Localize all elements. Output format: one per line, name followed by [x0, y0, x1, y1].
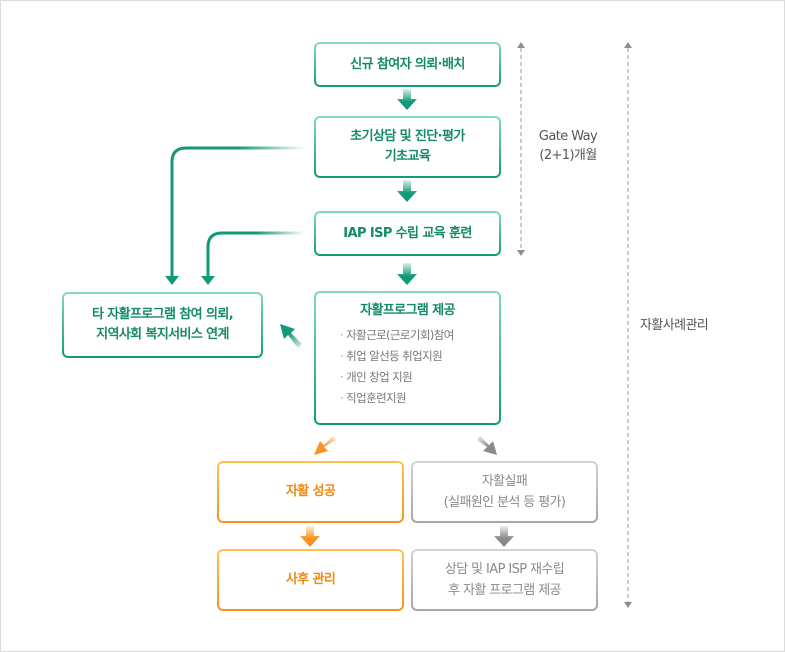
- arrow-up-left-icon: [280, 324, 302, 348]
- program-item: 취업 알선등 취업지원: [340, 346, 454, 367]
- referral-label: 타 자활프로그램 참여 의뢰,: [91, 307, 234, 322]
- gateway-line: Gate Way: [538, 129, 598, 144]
- arrow-down-icon: [397, 89, 417, 110]
- arrow-down-icon: [494, 526, 514, 547]
- gateway-range-indicator: [517, 42, 525, 256]
- step-initial-counseling: 초기상담 및 진단·평가 기초교육: [314, 116, 501, 178]
- arrow-down-icon: [397, 180, 417, 202]
- step-label: IAP ISP 수립 교육 훈련: [343, 225, 472, 241]
- program-item: 개인 창업 지원: [340, 367, 454, 388]
- step-new-participant-referral: 신규 참여자 의뢰·배치: [314, 42, 501, 87]
- failure-label: 자활실패: [481, 474, 528, 489]
- step-iap-isp-planning: IAP ISP 수립 교육 훈련: [314, 211, 501, 256]
- case-management-range-indicator: [624, 42, 632, 608]
- failure-label: (실패원인 분석 등 평가): [443, 495, 566, 510]
- aftercare-label: 사후 관리: [285, 572, 336, 587]
- failure-box: 자활실패 (실패원인 분석 등 평가): [411, 461, 598, 523]
- gateway-line: (2+1)개월: [539, 148, 597, 163]
- connector-iap-to-referral: [201, 231, 305, 285]
- referral-label: 지역사회 복지서비스 연계: [96, 327, 229, 342]
- arrow-down-icon: [300, 526, 320, 547]
- arrow-down-left-icon: [314, 436, 336, 455]
- case-management-label: 자활사례관리: [640, 318, 709, 333]
- retry-label: 후 자활 프로그램 제공: [448, 583, 561, 598]
- program-item: 직업훈련지원: [340, 388, 454, 409]
- step-label: 초기상담 및 진단·평가: [350, 129, 465, 144]
- aftercare-box: 사후 관리: [217, 549, 404, 611]
- connector-counseling-to-referral: [165, 146, 305, 285]
- step-label: 신규 참여자 의뢰·배치: [350, 56, 465, 72]
- program-item: 자활근로(근로기회)참여: [340, 325, 454, 346]
- external-referral-box: 타 자활프로그램 참여 의뢰, 지역사회 복지서비스 연계: [62, 292, 263, 358]
- retry-box: 상담 및 IAP ISP 재수립 후 자활 프로그램 제공: [411, 549, 598, 611]
- step-program-provision: 자활프로그램 제공 자활근로(근로기회)참여 취업 알선등 취업지원 개인 창업…: [314, 291, 501, 425]
- retry-label: 상담 및 IAP ISP 재수립: [444, 562, 565, 577]
- arrow-down-icon: [397, 263, 417, 285]
- step-label: 기초교육: [384, 149, 431, 164]
- arrow-down-right-icon: [477, 436, 497, 455]
- success-label: 자활 성공: [285, 484, 336, 499]
- success-box: 자활 성공: [217, 461, 404, 523]
- program-list: 자활근로(근로기회)참여 취업 알선등 취업지원 개인 창업 지원 직업훈련지원: [316, 325, 454, 409]
- program-title: 자활프로그램 제공: [360, 303, 455, 318]
- gateway-label: Gate Way (2+1)개월: [530, 127, 606, 165]
